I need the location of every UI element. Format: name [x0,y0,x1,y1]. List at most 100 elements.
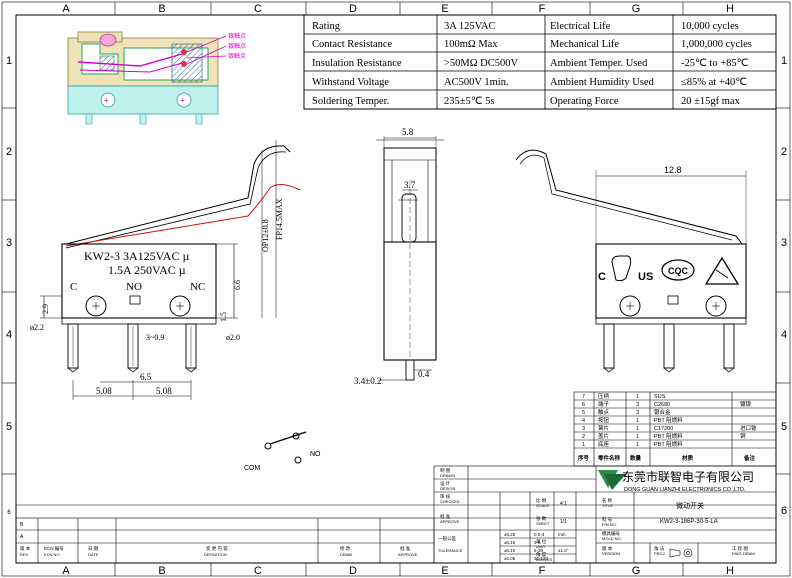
rev-h-4-en: DRAW [340,552,352,557]
rev-h-3: 变 更 内 容 [206,545,228,552]
rev-h-3-en: DEFINITION [204,552,227,557]
spec-cell-2-0: Insulation Resistance [312,58,402,69]
row-ticks [2,107,790,475]
side-view [376,136,444,381]
dim-hole: ø2.2 [30,323,44,332]
row-2-left: 2 [6,146,12,158]
sheet-value: 1/1 [560,519,567,525]
bom-r4-c0: 3 [582,426,585,432]
dim-op: OP12±0.8 [261,219,270,252]
approve-label-en: APPROVE [440,519,460,524]
bom-r1-c4: 镀银 [740,400,752,408]
side-view-text: 5.8 3.7 3.4±0.2 0.4 [354,127,430,386]
spec-table: Rating 3A 125VAC Electrical Life 10,000 … [303,14,777,110]
schematic-com: COM [244,465,261,472]
drawn-label: 制 图 [440,467,451,474]
spec-cell-3-0: Withstand Voltage [312,77,389,88]
col-b-bottom: B [158,565,165,577]
checked-label-en: CHECKED [440,499,460,504]
spec-cell-4-3: 20 ±15gf max [681,96,741,107]
back-view [515,149,747,373]
bom-r6-c0: 1 [582,442,585,448]
side-pin-dim: 3.4±0.2 [354,376,381,386]
bom-h-2: 数量 [630,454,642,462]
dim-pin-len: 1.5 [219,312,228,322]
dim-height: 6.6 [233,280,242,290]
tol-1-b: 3-6 [534,540,541,545]
spec-cell-0-2: Electrical Life [550,21,611,32]
rev-h-1-en: ECN NO [44,552,60,557]
company-logo [598,470,626,490]
projection-symbol-icon [669,548,693,558]
spec-cell-1-2: Mechanical Life [550,39,619,50]
part-number: KW2-3-186P-30-5-LA [660,519,718,525]
bom-r5-c2: 1 [636,434,639,440]
approve-label: 批 准 [440,513,451,520]
rev-letter-b: B [20,522,24,528]
bom-r1-c2: 3 [636,402,639,408]
terminal-no: NO [126,281,142,293]
angle-label: 角 度 [536,551,547,558]
rev-letter-a: A [20,534,24,540]
column-markers: A B C D E F G H A B C D E F G H [62,3,734,577]
bom-r5-c3: PBT 阻燃料 [654,432,683,440]
scale-label: 比 例 [536,497,547,504]
spec-cell-2-2: Ambient Temper. Used [550,58,648,69]
bom-r3-c3: PBT 阻燃料 [654,416,683,424]
silver-contact-label-2: 银触点 [228,42,246,50]
row-5-left: 5 [6,421,12,433]
drawing-no-label-en: DWG DRAW [732,551,755,556]
mold-label-en: MOLD NO. [602,536,622,541]
col-a-bottom: A [62,565,70,577]
bom-r4-c1: 簧片 [598,424,609,432]
rev-h-4: 修 改 [340,545,351,552]
spec-cell-1-0: Contact Resistance [312,39,393,50]
rev-h-5: 批 准 [400,545,411,552]
angle-label-en: ANGLES [536,557,553,562]
silver-contact-label-1: 银触点 [228,32,246,40]
col-f-bottom: F [539,565,546,577]
spec-cell-3-1: AC500V 1min. [444,77,509,88]
scale-value: 4:1 [560,501,567,507]
checked-label: 审 核 [440,493,451,500]
bom-r2-c0: 5 [582,410,585,416]
svg-text:+: + [180,96,185,105]
col-h-top: H [726,3,734,15]
bom-r1-c3: C2680 [654,402,670,408]
svg-text:+: + [104,96,109,105]
column-ticks [114,2,684,576]
col-d-top: D [349,3,357,15]
side-inner-width: 3.7 [404,180,416,190]
col-g-top: G [632,3,641,15]
rev-h-5-en: APPROVE [398,552,418,557]
row-2-right: 2 [781,146,787,158]
company-name-cn: 东莞市联智电子有限公司 [622,469,754,484]
row-1-right: 1 [781,55,787,67]
bom-text: 7 压柄 1 SUS 6 端子 3 C2680 镀银 5 触点 3 银合金 4 … [577,392,757,462]
design-label: 设 计 [440,480,451,487]
mark-us: US [638,271,653,283]
bom-r0-c1: 压柄 [598,392,610,400]
spec-cell-4-1: 235±5℃ 5s [444,96,495,107]
bom-r5-c1: 盖片 [598,432,609,440]
row-6-left: 6 [7,510,11,516]
dim-span-right: 5.08 [156,386,172,396]
tol-2-b: 6-30 [534,548,544,553]
projection-label: 角 法 [654,545,665,552]
scale-label-en: SCALE [536,503,549,508]
row-markers: 1 2 3 4 5 6 1 2 3 4 5 6 [6,55,787,517]
row-1-left: 1 [6,55,12,67]
version-label-en: VERSION [602,551,620,556]
bom-r0-c3: SUS [654,394,666,400]
back-view-text: 12.8 C US CQC [598,165,689,283]
sheet-label-en: SHEET [536,521,550,526]
rev-h-1: ECN 编号 [44,545,64,552]
dim-pin-width: 3~0.9 [146,333,164,342]
spec-cell-3-2: Ambient Humidity Used [550,77,655,88]
front-label-line1: KW2-3 3A125VAC µ [84,249,189,263]
front-view-text: KW2-3 3A125VAC µ 1.5A 250VAC µ C NO NC 6… [30,198,284,396]
drawn-label-en: DRAWN [440,473,455,478]
spec-cell-1-3: 1,000,000 cycles [681,39,752,50]
